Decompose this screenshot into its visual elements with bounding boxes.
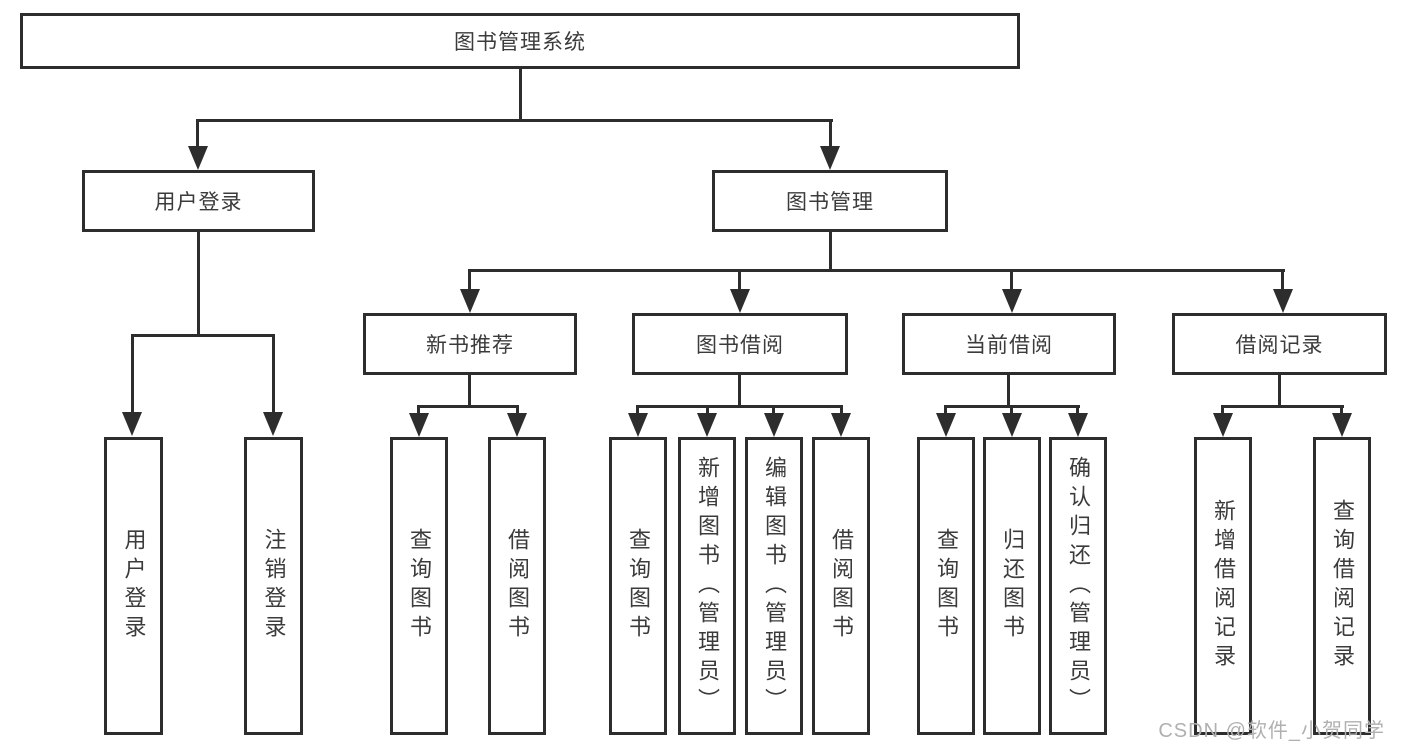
connector-line — [738, 375, 741, 407]
connector-line — [131, 334, 275, 337]
connector-line — [417, 405, 420, 415]
node-current-borrow: 当前借阅 — [902, 313, 1116, 375]
connector-line — [468, 269, 471, 291]
node-borrow-records: 借阅记录 — [1172, 313, 1387, 375]
connector-line — [196, 119, 833, 122]
connector-line — [944, 405, 947, 415]
node-book-borrow: 图书借阅 — [632, 313, 848, 375]
leaf-bb-query-book: 查询图书 — [609, 437, 667, 735]
connector-line — [1076, 405, 1079, 415]
connector-line — [772, 405, 775, 415]
arrow-down — [831, 413, 851, 437]
arrow-down — [122, 412, 142, 436]
arrow-down — [1002, 413, 1022, 437]
leaf-nbr-query-book: 查询图书 — [390, 437, 448, 735]
connector-line — [706, 405, 709, 415]
connector-line — [1340, 405, 1343, 415]
connector-line — [829, 232, 832, 272]
connector-line — [272, 334, 275, 414]
leaf-user-login: 用户登录 — [104, 437, 163, 735]
connector-line — [636, 405, 639, 415]
arrow-down — [936, 413, 956, 437]
leaf-br-query-record: 查询借阅记录 — [1313, 437, 1371, 735]
connector-line — [636, 405, 843, 408]
leaf-logout: 注销登录 — [244, 437, 303, 735]
arrow-down — [1002, 289, 1022, 313]
arrow-down — [263, 412, 283, 436]
connector-line — [1221, 405, 1224, 415]
connector-line — [131, 334, 134, 414]
arrow-down — [1332, 413, 1352, 437]
connector-line — [1221, 405, 1344, 408]
arrow-down — [507, 413, 527, 437]
leaf-bb-add-book-admin: 新增图书（管理员） — [678, 437, 736, 735]
connector-line — [516, 405, 519, 415]
connector-line — [829, 119, 832, 149]
node-library-system: 图书管理系统 — [20, 13, 1020, 69]
connector-line — [1278, 375, 1281, 407]
leaf-nbr-borrow-book: 借阅图书 — [488, 437, 546, 735]
arrow-down — [1273, 289, 1293, 313]
connector-line — [1010, 269, 1013, 291]
arrow-down — [628, 413, 648, 437]
arrow-down — [409, 413, 429, 437]
node-book-management-label: 图书管理 — [786, 191, 874, 214]
leaf-cb-confirm-return-admin: 确认归还（管理员） — [1049, 437, 1107, 735]
leaf-br-add-record: 新增借阅记录 — [1194, 437, 1252, 735]
connector-line — [417, 405, 519, 408]
arrow-down — [730, 289, 750, 313]
connector-line — [519, 69, 522, 121]
node-library-system-label: 图书管理系统 — [454, 31, 586, 54]
arrow-down — [460, 289, 480, 313]
connector-line — [468, 375, 471, 407]
leaf-bb-borrow-book: 借阅图书 — [812, 437, 870, 735]
arrow-down — [697, 413, 717, 437]
arrow-down — [1213, 413, 1233, 437]
node-new-book-recommend: 新书推荐 — [363, 313, 577, 375]
connector-line — [840, 405, 843, 415]
connector-line — [738, 269, 741, 291]
connector-line — [468, 269, 1285, 272]
node-user-login: 用户登录 — [82, 170, 315, 232]
connector-line — [1010, 405, 1013, 415]
leaf-cb-return-book: 归还图书 — [983, 437, 1041, 735]
connector-line — [1281, 269, 1284, 291]
node-book-management: 图书管理 — [712, 170, 948, 232]
watermark-text: CSDN @软件_小贺同学 — [1158, 720, 1385, 742]
arrow-down — [820, 146, 840, 170]
arrow-down — [764, 413, 784, 437]
leaf-bb-edit-book-admin: 编辑图书（管理员） — [745, 437, 803, 735]
arrow-down — [1068, 413, 1088, 437]
connector-line — [1007, 375, 1010, 407]
connector-line — [197, 232, 200, 336]
node-user-login-label: 用户登录 — [154, 191, 243, 214]
connector-line — [196, 119, 199, 149]
leaf-cb-query-book: 查询图书 — [917, 437, 975, 735]
arrow-down — [188, 146, 208, 170]
